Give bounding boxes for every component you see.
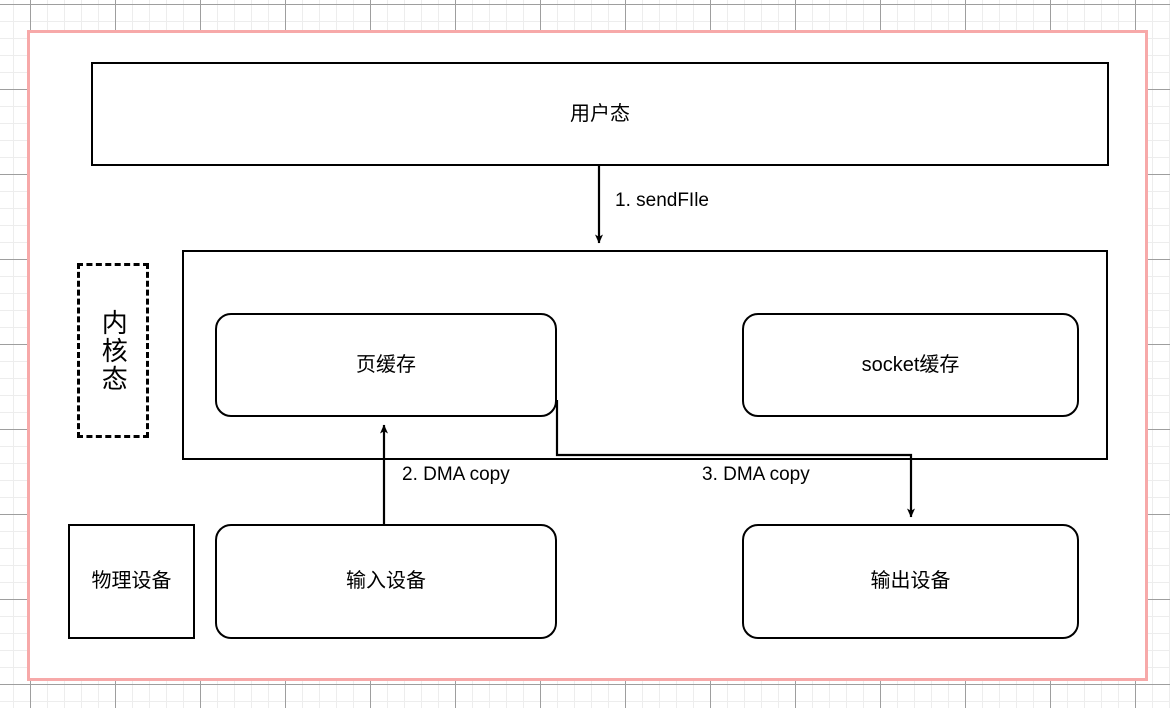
node-input-device-label: 输入设备 xyxy=(346,570,426,592)
node-output-device[interactable]: 输出设备 xyxy=(742,524,1079,639)
edge-label-dma-copy-out: 3. DMA copy xyxy=(702,464,810,485)
node-physical-device-label: 物理设备 xyxy=(91,570,172,592)
node-page-cache[interactable]: 页缓存 xyxy=(215,313,557,417)
node-kernel-mode-tag[interactable]: 内核态 xyxy=(77,263,149,438)
node-page-cache-label: 页缓存 xyxy=(356,353,416,376)
node-user-mode-label: 用户态 xyxy=(570,102,630,125)
node-input-device[interactable]: 输入设备 xyxy=(215,524,557,639)
node-socket-buffer-label: socket缓存 xyxy=(861,353,960,376)
node-kernel-mode-tag-label: 内核态 xyxy=(98,308,129,393)
node-output-device-label: 输出设备 xyxy=(870,570,951,592)
node-user-mode[interactable]: 用户态 xyxy=(91,62,1109,166)
node-physical-device[interactable]: 物理设备 xyxy=(68,524,195,639)
node-socket-buffer[interactable]: socket缓存 xyxy=(742,313,1079,417)
edge-label-sendfile: 1. sendFIle xyxy=(615,190,709,211)
edge-label-dma-copy-in: 2. DMA copy xyxy=(402,464,510,485)
